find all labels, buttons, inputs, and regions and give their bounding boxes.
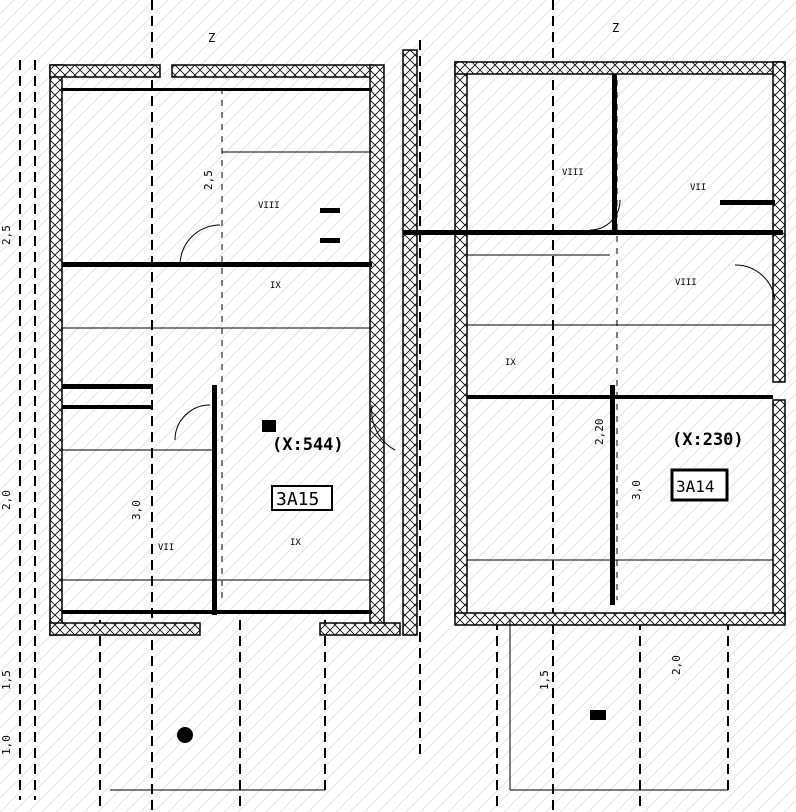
- right-unit-labels: Z VIII VIII IX VII (X:230) 3A14 1,5 2,0 …: [262, 21, 744, 720]
- door-swings: [174, 199, 776, 451]
- room-mark: VIII: [562, 168, 584, 178]
- room-code: 3A15: [276, 489, 319, 510]
- elevation-label: (X:544): [272, 435, 344, 455]
- dimension: 2,0: [0, 490, 13, 510]
- elevation-label: (X:230): [672, 430, 744, 450]
- dimension: 3,0: [630, 480, 643, 500]
- right-unit-walls: [402, 49, 786, 790]
- axis-label: Z: [208, 31, 215, 45]
- dimension: 1,5: [538, 670, 551, 690]
- room-mark: IX: [505, 358, 516, 368]
- room-mark: IX: [270, 281, 281, 291]
- room-mark: VII: [690, 183, 706, 193]
- room-code: 3A14: [676, 477, 715, 496]
- dimension: 2,20: [593, 419, 606, 446]
- dimension: 1,5: [0, 670, 13, 690]
- room-mark: VIII: [675, 278, 697, 288]
- dimension: 2,5: [0, 225, 13, 245]
- room-mark: VII: [158, 543, 174, 553]
- dimension: 2,0: [670, 655, 683, 675]
- left-unit-walls: [49, 64, 401, 636]
- axis-label: Z: [612, 21, 619, 35]
- dimension: 3,0: [130, 500, 143, 520]
- dimension: 1,0: [0, 735, 13, 755]
- dimension: 2,5: [202, 170, 215, 190]
- room-mark: IX: [290, 538, 301, 548]
- room-mark: VIII: [258, 201, 280, 211]
- left-unit-labels: Z VIII IX VII IX (X:544) 3A15 2,5 2,0 1,…: [0, 31, 344, 755]
